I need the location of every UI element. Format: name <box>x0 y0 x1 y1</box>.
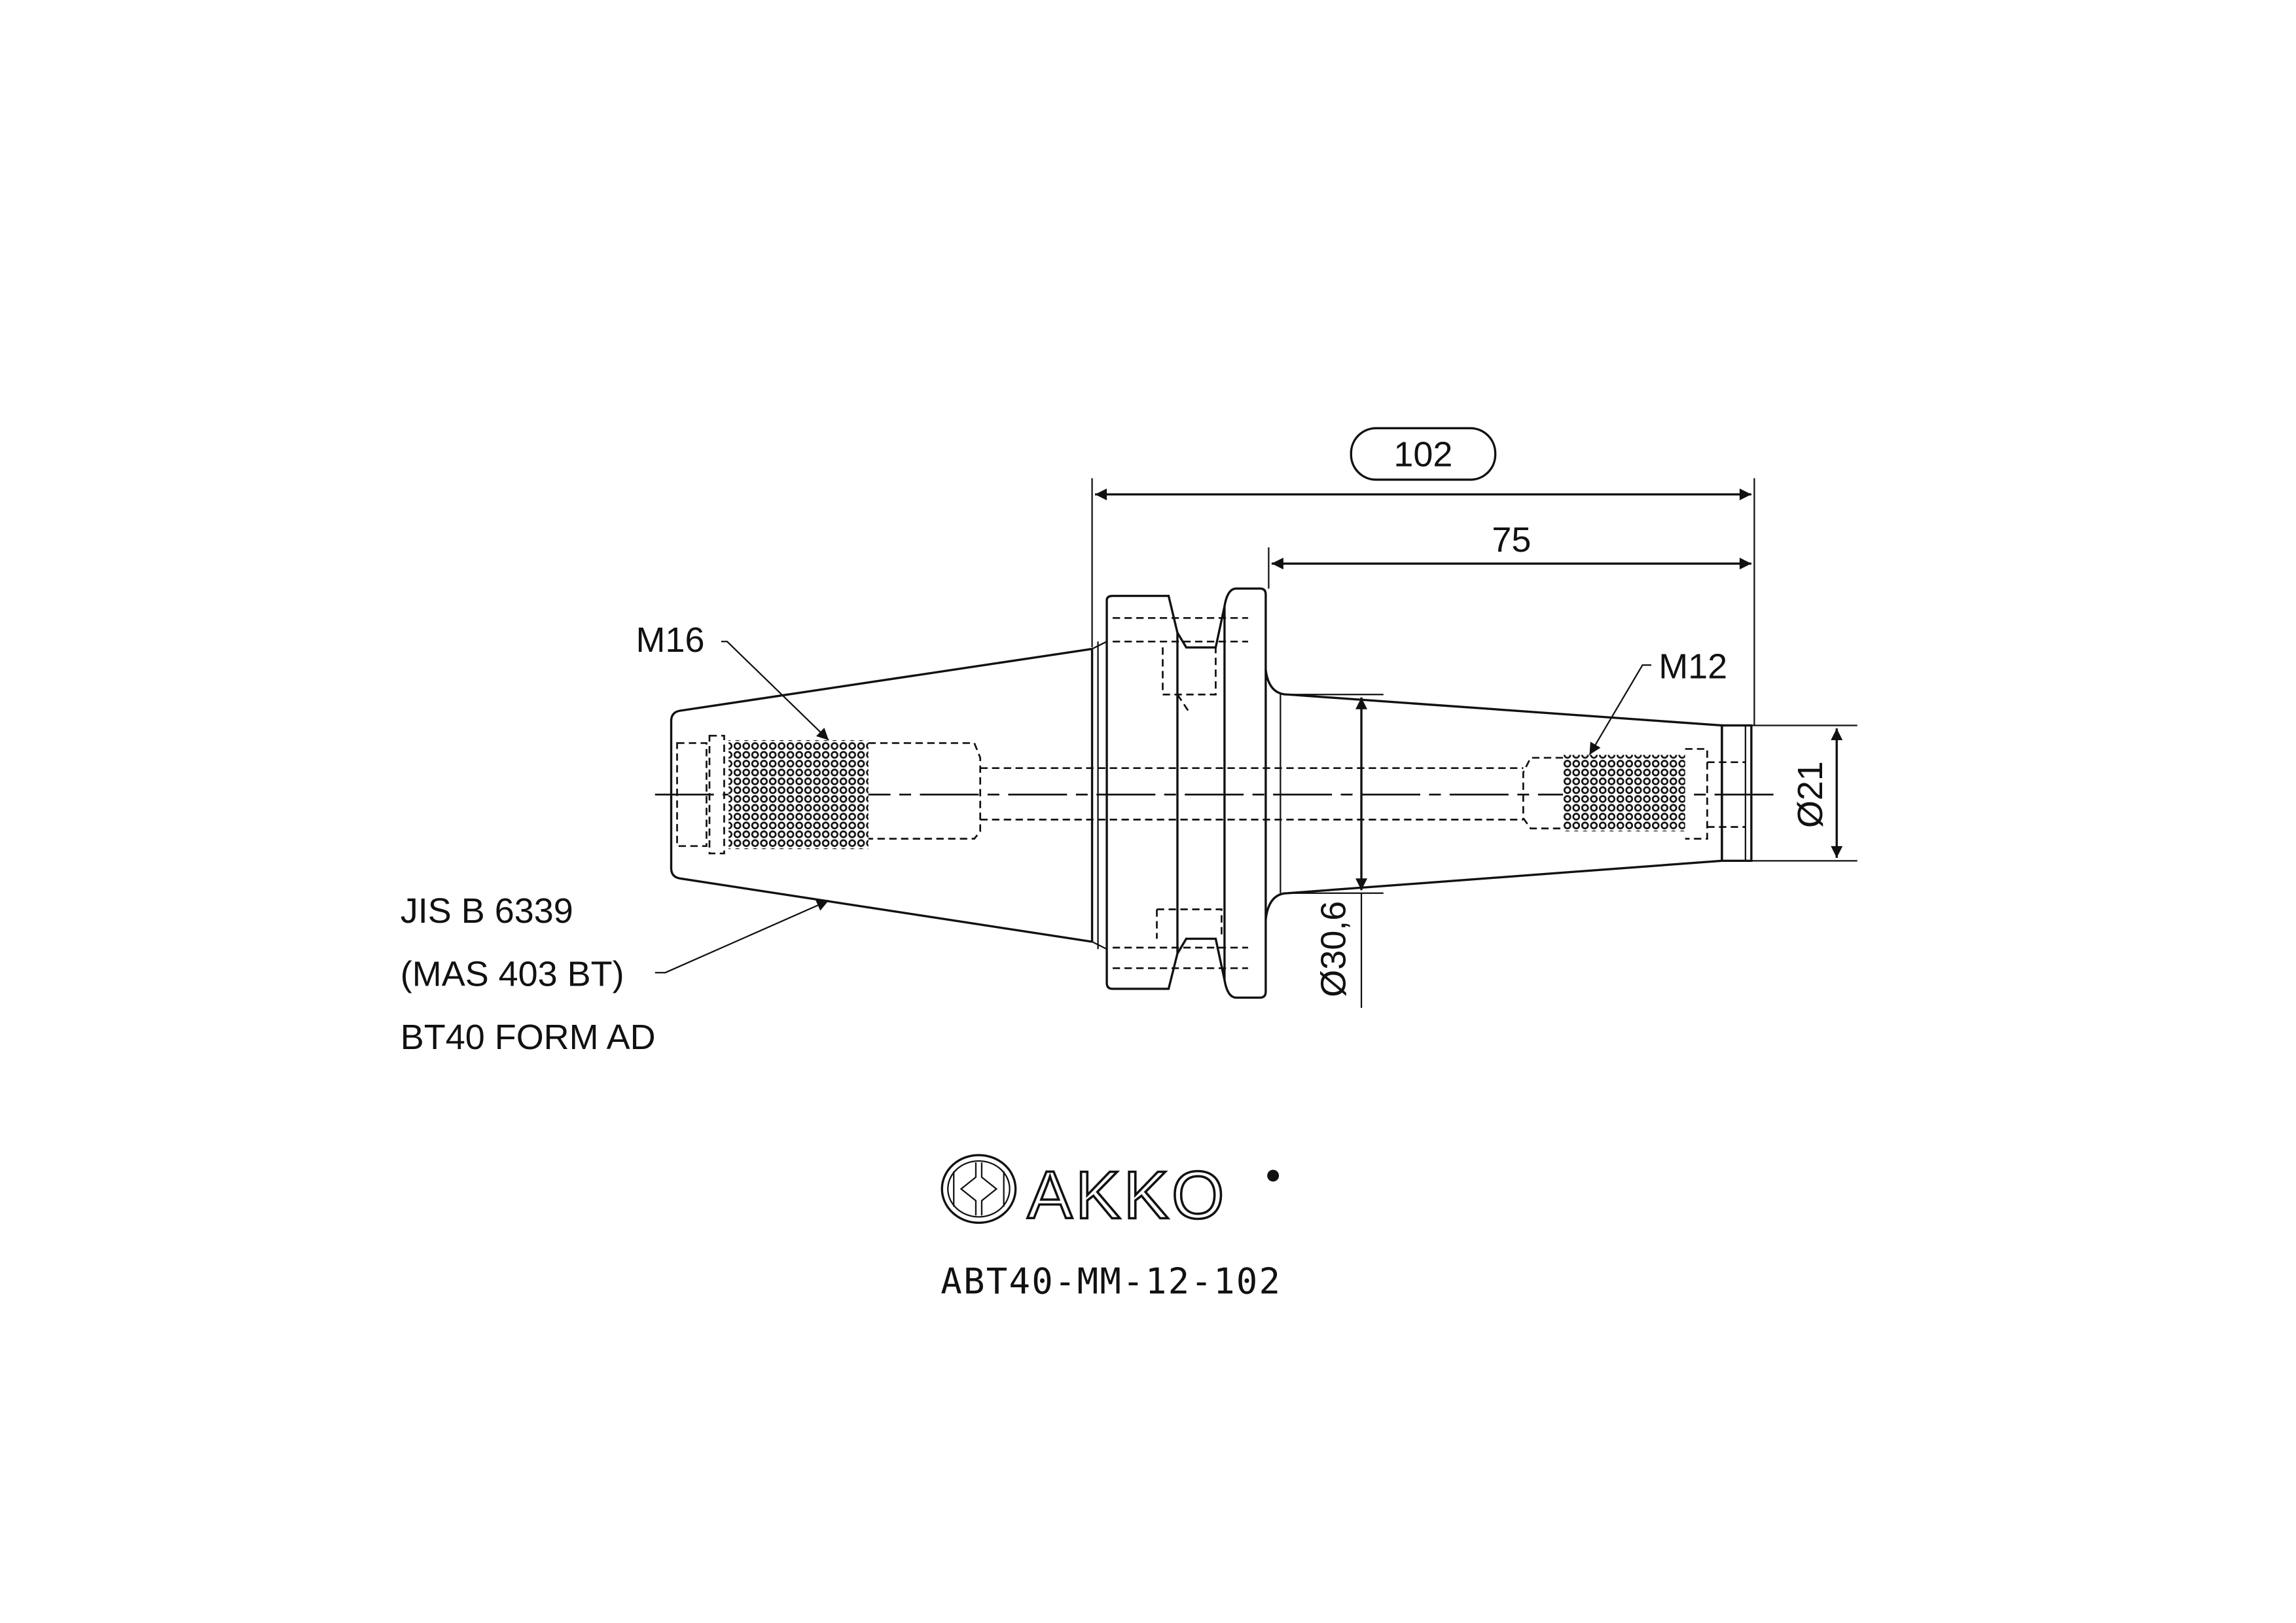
akko-logo-wordmark: AKKO <box>1028 1157 1227 1233</box>
standard-line-1: JIS B 6339 <box>401 891 573 931</box>
thread-m12-hatch <box>1563 755 1685 832</box>
thread-m12-leader <box>1588 664 1651 756</box>
hidden-features <box>676 616 1746 969</box>
dimension-gauge-length: 75 <box>1268 520 1751 589</box>
dimension-30-6-label: Ø30,6 <box>1314 901 1353 997</box>
dimension-diameter-21: Ø21 <box>1751 724 1857 862</box>
thread-m16-hatch <box>728 740 869 849</box>
model-code: ABT40-MM-12-102 <box>941 1260 1282 1302</box>
dimension-102-label: 102 <box>1393 435 1452 474</box>
tool-holder-outline <box>670 587 1753 999</box>
thread-m12-label: M12 <box>1659 647 1727 687</box>
standard-line-3: BT40 FORM AD <box>401 1018 656 1057</box>
dimension-diameter-30-6: Ø30,6 <box>1287 694 1384 1008</box>
akko-logo-emblem-icon <box>941 1154 1017 1224</box>
akko-logo: AKKO <box>941 1154 1280 1234</box>
dimension-overall-length: 102 <box>1091 427 1755 726</box>
standard-line-2: (MAS 403 BT) <box>401 954 624 993</box>
registered-mark-icon <box>1267 1169 1280 1182</box>
dimension-21-label: Ø21 <box>1791 761 1830 828</box>
standard-leader <box>655 900 829 974</box>
dimension-75-label: 75 <box>1492 520 1531 560</box>
thread-m16-leader <box>721 641 829 741</box>
thread-m16-label: M16 <box>636 620 705 660</box>
